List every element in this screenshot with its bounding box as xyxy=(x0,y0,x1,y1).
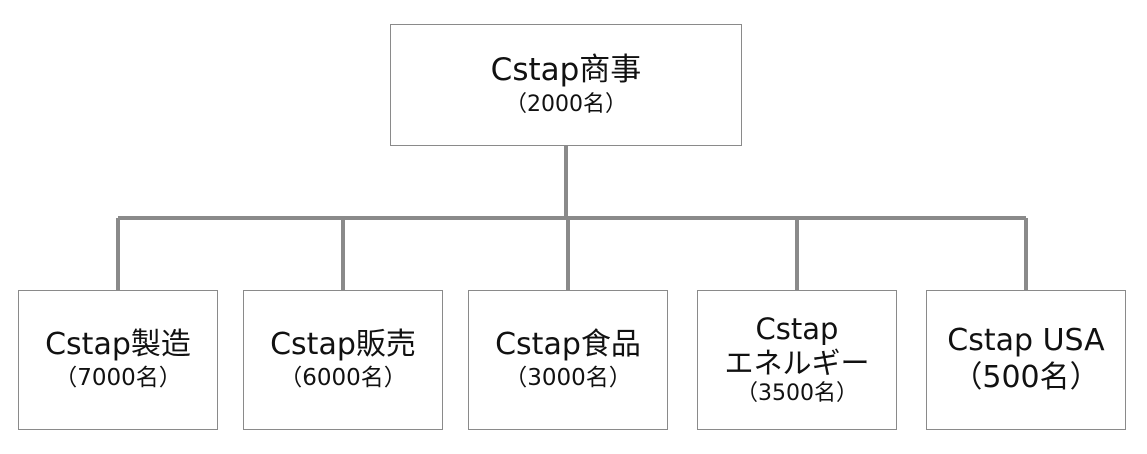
node-name: Cstap製造 xyxy=(45,327,191,362)
node-cstap-energy: Cstap エネルギー （3500名） xyxy=(697,290,897,430)
node-name: Cstap USA xyxy=(947,323,1105,358)
node-headcount: （6000名） xyxy=(279,365,407,391)
node-headcount: （3000名） xyxy=(504,365,632,391)
node-name: Cstap販売 xyxy=(270,327,416,362)
node-headcount: （3500名） xyxy=(736,381,858,406)
node-cstap-shoji: Cstap商事 （2000名） xyxy=(390,24,742,146)
node-cstap-shokuhin: Cstap食品 （3000名） xyxy=(468,290,668,430)
node-name: Cstap商事 xyxy=(490,52,642,88)
node-name-line-1: Cstap xyxy=(755,312,839,346)
node-cstap-seizo: Cstap製造 （7000名） xyxy=(18,290,218,430)
node-headcount: （7000名） xyxy=(54,365,182,391)
node-headcount: （500名） xyxy=(952,360,1100,395)
node-headcount: （2000名） xyxy=(505,92,627,117)
node-name: Cstap食品 xyxy=(495,327,641,362)
node-cstap-usa: Cstap USA （500名） xyxy=(926,290,1126,430)
node-cstap-hanbai: Cstap販売 （6000名） xyxy=(243,290,443,430)
node-name-line-2: エネルギー xyxy=(724,346,870,380)
